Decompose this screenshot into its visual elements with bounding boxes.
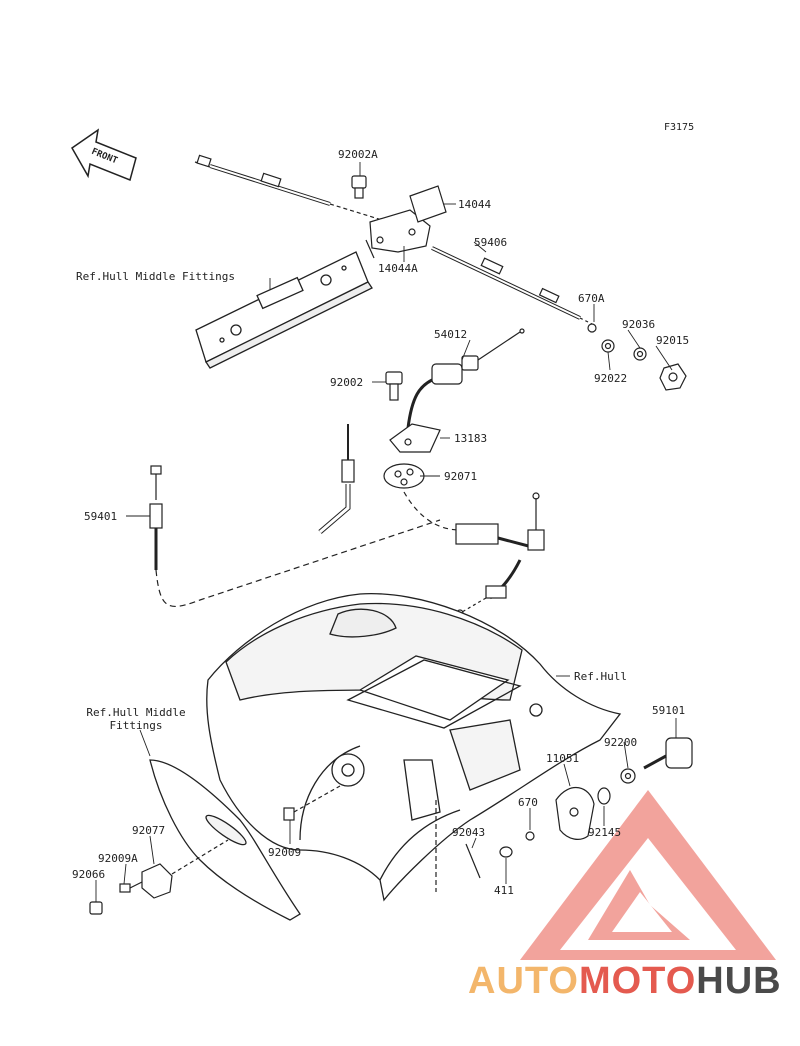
part-label-92009A: 92009A: [98, 852, 138, 865]
ref-hull-middle-line2: Fittings: [109, 719, 163, 732]
part-label-92066: 92066: [72, 868, 106, 881]
part-label-92036: 92036: [622, 318, 656, 331]
grommet-92071: [383, 463, 425, 489]
part-label-14044A: 14044A: [378, 262, 418, 275]
knob-59101: [643, 737, 693, 770]
bolt-92002A: [351, 175, 367, 199]
hull-middle-lower: [149, 759, 301, 921]
bolt-92002: [385, 371, 403, 401]
nut-92066: [89, 901, 103, 915]
cable-59406: [431, 246, 595, 326]
watermark-part2: MOTO: [578, 960, 697, 1002]
part-label-92002A: 92002A: [338, 148, 378, 161]
watermark-triangle-icon: [520, 790, 776, 960]
part-label-670A: 670A: [578, 292, 605, 305]
cap-92077: [141, 839, 229, 899]
part-label-670: 670: [518, 796, 538, 809]
choke-knob-assembly: [406, 328, 525, 429]
part-label-13183: 13183: [454, 432, 488, 445]
part-label-59101: 59101: [652, 704, 686, 717]
part-label-92002: 92002: [330, 376, 364, 389]
ref-hull-middle-line1: Ref.Hull Middle: [86, 706, 186, 719]
bolt-92009A: [119, 881, 143, 893]
upper-cable: [194, 154, 383, 221]
part-label-11051: 11051: [546, 752, 580, 765]
hardware-set: [587, 323, 687, 391]
part-label-92015: 92015: [656, 334, 690, 347]
figure-code: F3175: [664, 122, 695, 133]
watermark-part1: AUTO: [468, 960, 579, 1002]
bolt-92009: [283, 785, 341, 821]
ref-hull-middle-fittings-top: Ref.Hull Middle Fittings: [76, 270, 235, 283]
cable-bracket: [365, 209, 431, 259]
washer-411: [499, 846, 513, 858]
part-label-92009: 92009: [268, 846, 302, 859]
plate-11051: [555, 787, 595, 840]
washer-92200: [620, 768, 636, 784]
clip-670: [525, 831, 535, 841]
watermark-logo: AUTOMOTOHUB: [468, 960, 782, 1003]
ref-hull: Ref.Hull: [574, 670, 627, 683]
cable-59401: [149, 424, 441, 607]
part-label-92200: 92200: [604, 736, 638, 749]
clip-14044: [409, 185, 447, 223]
hull-body: [206, 592, 622, 902]
choke-cable-lower: [403, 491, 545, 617]
pin-92043: [435, 800, 481, 892]
part-label-14044: 14044: [458, 198, 492, 211]
part-label-92043: 92043: [452, 826, 486, 839]
leader-lines: [95, 162, 677, 902]
part-label-59406: 59406: [474, 236, 508, 249]
ring-92145: [597, 787, 611, 805]
watermark-part3: HUB: [696, 960, 782, 1002]
hull-middle-plate: [195, 251, 373, 369]
part-label-59401: 59401: [84, 510, 118, 523]
part-label-92022: 92022: [594, 372, 628, 385]
part-label-54012: 54012: [434, 328, 468, 341]
front-arrow-icon: [71, 128, 137, 182]
part-label-92077: 92077: [132, 824, 166, 837]
plate-13183: [389, 423, 441, 453]
part-label-92145: 92145: [588, 826, 622, 839]
part-label-92071: 92071: [444, 470, 478, 483]
part-label-411: 411: [494, 884, 514, 897]
